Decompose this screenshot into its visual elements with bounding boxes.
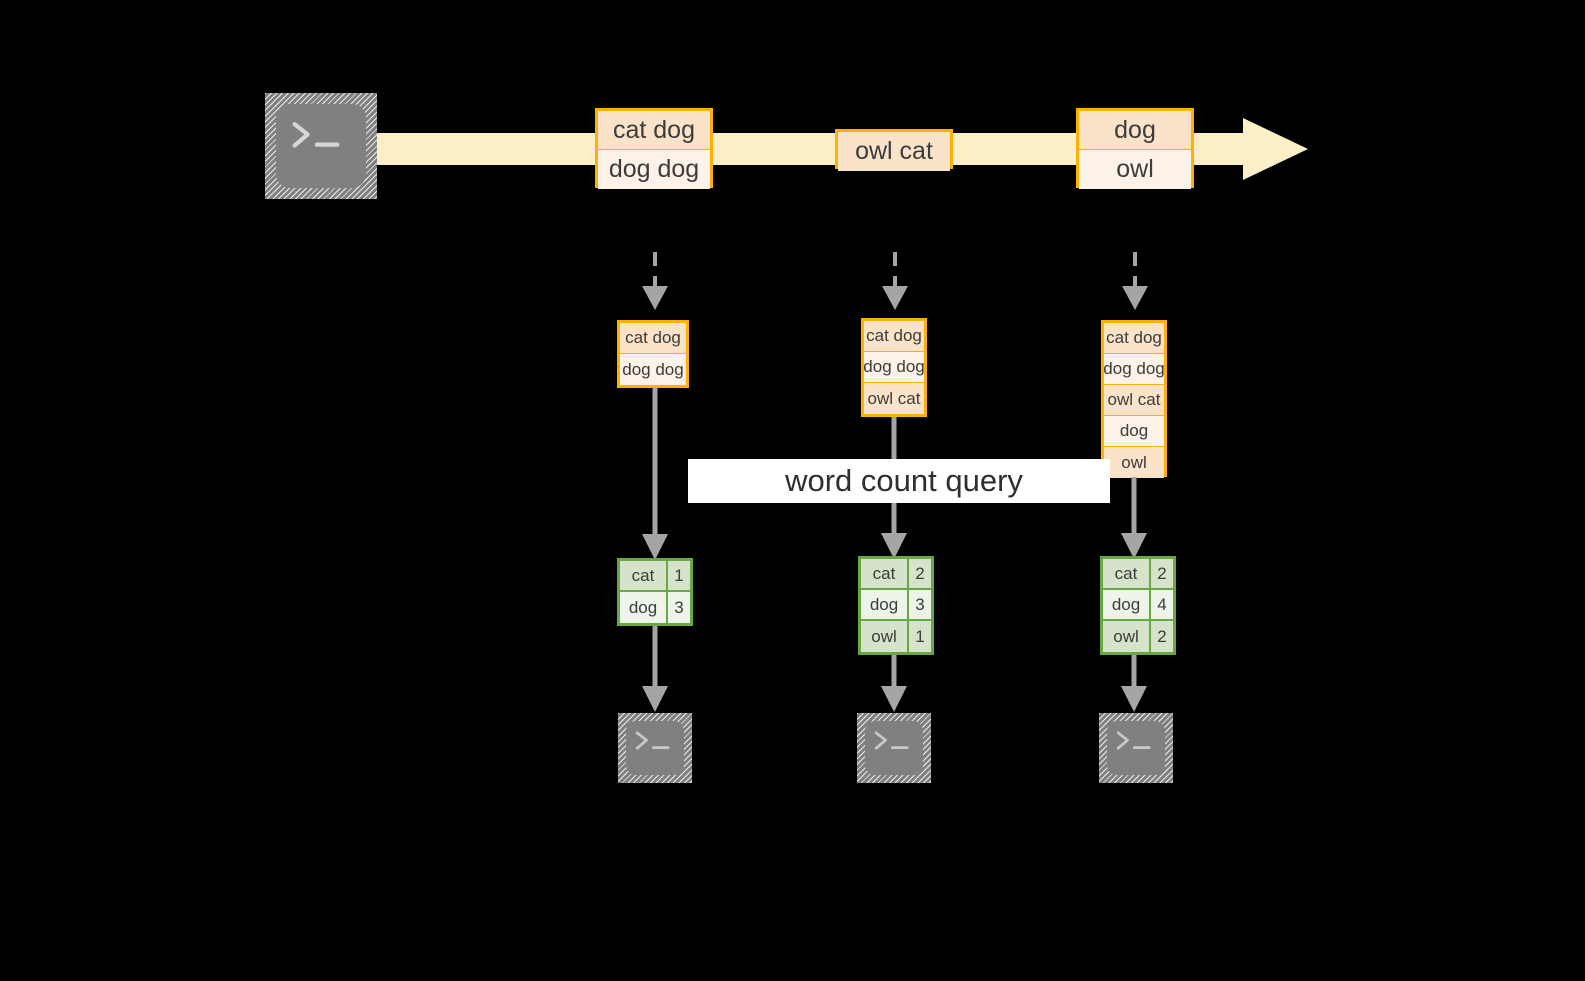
table-row: dog 3 bbox=[861, 590, 931, 621]
result-count: 2 bbox=[1151, 559, 1173, 588]
input-line: cat dog bbox=[1104, 323, 1164, 354]
input-line: dog dog bbox=[620, 354, 686, 385]
terminal-prompt-icon bbox=[635, 730, 670, 750]
result-count: 2 bbox=[1151, 621, 1173, 652]
query-label: word count query bbox=[785, 463, 1023, 498]
column-1-result-table[interactable]: cat 1 dog 3 bbox=[617, 558, 693, 626]
source-terminal-icon[interactable] bbox=[265, 93, 377, 199]
table-row: owl 2 bbox=[1103, 621, 1173, 652]
batch-line: owl cat bbox=[838, 132, 950, 171]
result-count: 4 bbox=[1151, 590, 1173, 619]
dashed-connector-3 bbox=[1122, 252, 1148, 310]
column-2-sink-terminal-icon[interactable] bbox=[857, 713, 931, 783]
table-row: dog 3 bbox=[620, 592, 690, 623]
input-line: cat dog bbox=[864, 321, 924, 352]
result-word: dog bbox=[861, 590, 909, 619]
timeline-batch-3[interactable]: dog owl bbox=[1076, 108, 1194, 189]
timeline-batch-2[interactable]: owl cat bbox=[835, 129, 953, 171]
result-count: 1 bbox=[668, 561, 690, 590]
input-line: dog bbox=[1104, 416, 1164, 447]
column-2-sink-arrow bbox=[881, 655, 907, 712]
column-1-sink-terminal-icon[interactable] bbox=[618, 713, 692, 783]
result-word: cat bbox=[861, 559, 909, 588]
terminal-screen bbox=[276, 104, 366, 188]
result-count: 2 bbox=[909, 559, 931, 588]
terminal-prompt-icon bbox=[292, 121, 340, 148]
dashed-connector-1 bbox=[642, 252, 668, 310]
table-row: dog 4 bbox=[1103, 590, 1173, 621]
column-1-input-table[interactable]: cat dog dog dog bbox=[617, 320, 689, 388]
batch-line: dog bbox=[1079, 111, 1191, 150]
result-count: 3 bbox=[668, 592, 690, 623]
terminal-prompt-icon bbox=[874, 730, 909, 750]
column-1-query-arrow bbox=[642, 388, 668, 560]
batch-line: owl bbox=[1079, 150, 1191, 189]
result-word: dog bbox=[620, 592, 668, 623]
dashed-connector-2 bbox=[882, 252, 908, 310]
input-line: dog dog bbox=[863, 352, 925, 383]
query-label-band: word count query bbox=[688, 459, 1110, 503]
result-count: 1 bbox=[909, 621, 931, 652]
terminal-screen bbox=[1107, 721, 1165, 775]
result-word: dog bbox=[1103, 590, 1151, 619]
column-3-sink-terminal-icon[interactable] bbox=[1099, 713, 1173, 783]
column-2-result-table[interactable]: cat 2 dog 3 owl 1 bbox=[858, 556, 934, 655]
input-line: cat dog bbox=[620, 323, 686, 354]
table-row: cat 2 bbox=[861, 559, 931, 590]
terminal-prompt-icon bbox=[1116, 730, 1151, 750]
input-line: owl cat bbox=[864, 383, 924, 414]
table-row: owl 1 bbox=[861, 621, 931, 652]
result-word: cat bbox=[620, 561, 668, 590]
result-word: owl bbox=[861, 621, 909, 652]
result-count: 3 bbox=[909, 590, 931, 619]
terminal-screen bbox=[865, 721, 923, 775]
timeline-batch-1[interactable]: cat dog dog dog bbox=[595, 108, 713, 189]
result-word: cat bbox=[1103, 559, 1151, 588]
column-3-sink-arrow bbox=[1121, 655, 1147, 712]
input-line: owl cat bbox=[1104, 385, 1164, 416]
table-row: cat 1 bbox=[620, 561, 690, 592]
column-1-sink-arrow bbox=[642, 626, 668, 712]
input-line: owl bbox=[1104, 447, 1164, 478]
column-3-result-table[interactable]: cat 2 dog 4 owl 2 bbox=[1100, 556, 1176, 655]
table-row: cat 2 bbox=[1103, 559, 1173, 590]
result-word: owl bbox=[1103, 621, 1151, 652]
column-3-query-arrow bbox=[1121, 477, 1147, 559]
batch-line: cat dog bbox=[598, 111, 710, 150]
column-3-input-table[interactable]: cat dog dog dog owl cat dog owl bbox=[1101, 320, 1167, 478]
column-2-input-table[interactable]: cat dog dog dog owl cat bbox=[861, 318, 927, 417]
batch-line: dog dog bbox=[598, 150, 710, 189]
terminal-screen bbox=[626, 721, 684, 775]
input-line: dog dog bbox=[1103, 354, 1165, 385]
